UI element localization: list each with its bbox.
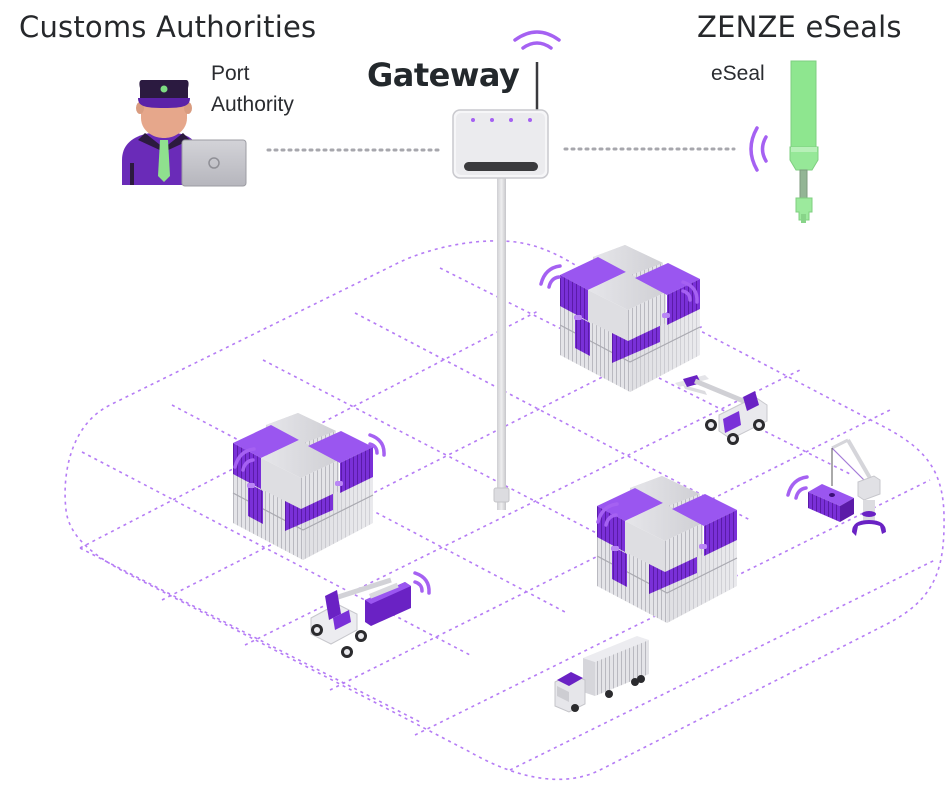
port-authority-label-line2: Authority xyxy=(211,93,294,116)
reach-stacker-icon xyxy=(310,577,411,658)
container-stack-icon xyxy=(559,244,701,393)
eseal-wifi-signal-icon xyxy=(749,126,768,172)
zenze-eseals-heading: ZENZE eSeals xyxy=(697,10,902,44)
site-grid xyxy=(64,240,945,781)
grid-line xyxy=(509,559,936,771)
truck-icon xyxy=(554,636,649,713)
port-crane-icon xyxy=(808,438,886,536)
reach-stacker-icon xyxy=(675,375,768,445)
grid-line xyxy=(79,547,421,723)
gateway-wifi-signal-icon xyxy=(513,30,561,50)
port-authority-officer-icon xyxy=(122,80,247,187)
port-authority-label-line1: Port xyxy=(211,62,250,85)
wifi-signal-icon xyxy=(368,433,386,457)
eseal-label: eSeal xyxy=(711,62,765,85)
grid-line xyxy=(262,359,661,567)
gateway-heading: Gateway xyxy=(367,56,520,94)
gateway-router-icon xyxy=(452,62,549,510)
container-stack-icon xyxy=(596,475,738,624)
laptop-icon xyxy=(181,139,247,187)
grid-line xyxy=(354,312,751,521)
wifi-signal-icon xyxy=(681,280,699,304)
grid-line xyxy=(81,451,471,656)
wifi-signal-icon xyxy=(786,475,809,500)
gateway-pole xyxy=(497,110,506,510)
wifi-signal-icon xyxy=(413,571,431,595)
grid-line xyxy=(79,309,541,549)
container-stack-icon xyxy=(232,412,374,561)
wifi-signal-icon xyxy=(539,264,562,289)
eseal-device-icon xyxy=(789,60,819,223)
customs-authorities-heading: Customs Authorities xyxy=(19,10,317,44)
grid-line xyxy=(244,369,801,646)
port-authority-label: Port Authority xyxy=(211,58,294,120)
wifi-signal-icon xyxy=(596,502,619,527)
wifi-signal-icon xyxy=(233,447,256,472)
